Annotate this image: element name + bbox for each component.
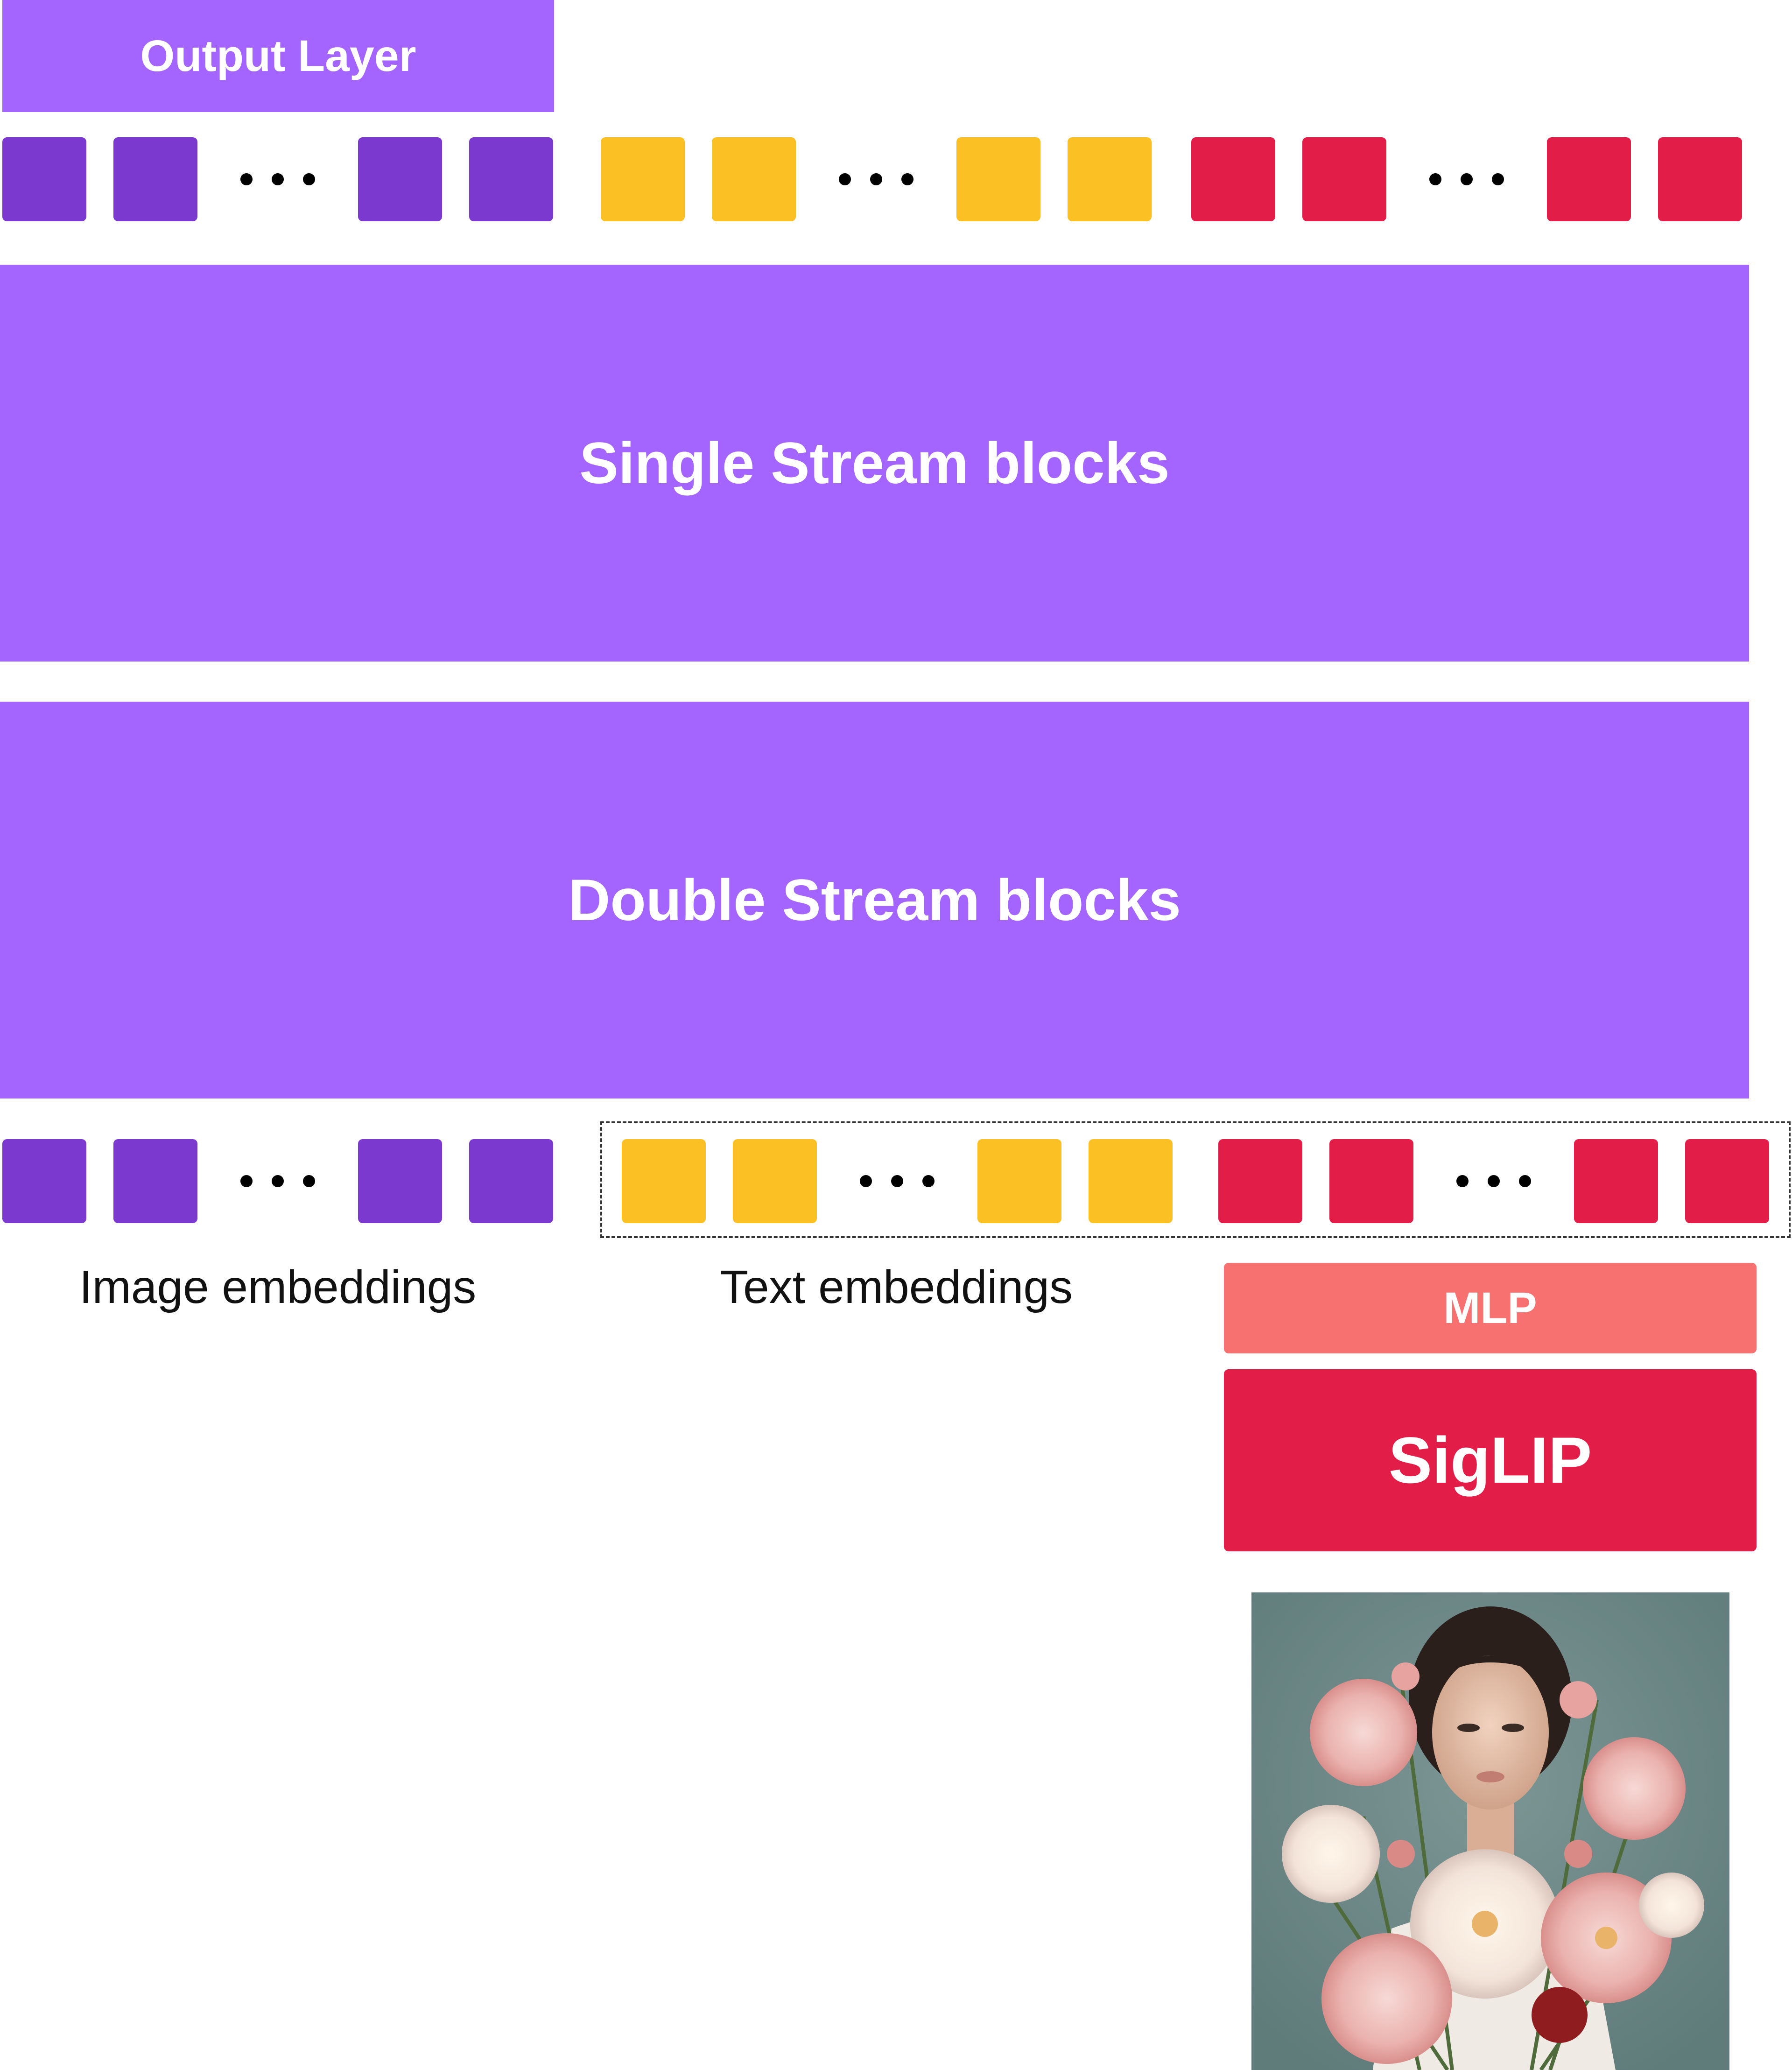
- siglip-label: SigLIP: [1388, 1423, 1592, 1497]
- text-token: [956, 137, 1040, 221]
- text-token: [1068, 137, 1152, 221]
- text-embeddings-frame: [600, 1121, 1791, 1238]
- double-stream-blocks: Double Stream blocks: [0, 702, 1749, 1098]
- mlp-label: MLP: [1443, 1283, 1537, 1333]
- ellipsis-icon: [240, 1139, 315, 1223]
- image-token: [469, 137, 553, 221]
- siglip-token: [1329, 1139, 1413, 1223]
- image-token: [2, 1139, 86, 1223]
- ellipsis-icon: [240, 137, 315, 221]
- text-token: [977, 1139, 1061, 1223]
- text-token: [712, 137, 796, 221]
- output-token-row: [0, 137, 1792, 221]
- image-token: [113, 137, 197, 221]
- ellipsis-icon: [860, 1139, 935, 1223]
- ellipsis-icon: [1429, 137, 1504, 221]
- text-token: [601, 137, 685, 221]
- siglip-token: [1547, 137, 1631, 221]
- text-token: [733, 1139, 817, 1223]
- image-token: [113, 1139, 197, 1223]
- ellipsis-icon: [1456, 1139, 1531, 1223]
- siglip-block: SigLIP: [1224, 1369, 1757, 1551]
- portrait-photo-icon: [1251, 1592, 1729, 2070]
- mlp-block: MLP: [1224, 1263, 1757, 1353]
- image-token: [469, 1139, 553, 1223]
- ellipsis-icon: [839, 137, 914, 221]
- text-embeddings-label: Text embeddings: [719, 1261, 1073, 1313]
- siglip-token: [1218, 1139, 1302, 1223]
- single-stream-blocks: Single Stream blocks: [0, 265, 1749, 662]
- siglip-token: [1658, 137, 1742, 221]
- image-embeddings-label: Image embeddings: [79, 1261, 477, 1313]
- double-stream-label: Double Stream blocks: [568, 867, 1181, 933]
- single-stream-label: Single Stream blocks: [579, 430, 1170, 496]
- image-token: [2, 137, 86, 221]
- text-token: [1089, 1139, 1173, 1223]
- image-token: [358, 137, 442, 221]
- siglip-token: [1574, 1139, 1658, 1223]
- text-token: [622, 1139, 706, 1223]
- image-token: [358, 1139, 442, 1223]
- siglip-token: [1302, 137, 1386, 221]
- output-layer: Output Layer: [2, 0, 554, 112]
- siglip-token: [1191, 137, 1275, 221]
- input-image: [1251, 1592, 1729, 2070]
- input-token-row: [0, 1139, 1792, 1223]
- siglip-token: [1685, 1139, 1769, 1223]
- output-layer-label: Output Layer: [140, 31, 416, 81]
